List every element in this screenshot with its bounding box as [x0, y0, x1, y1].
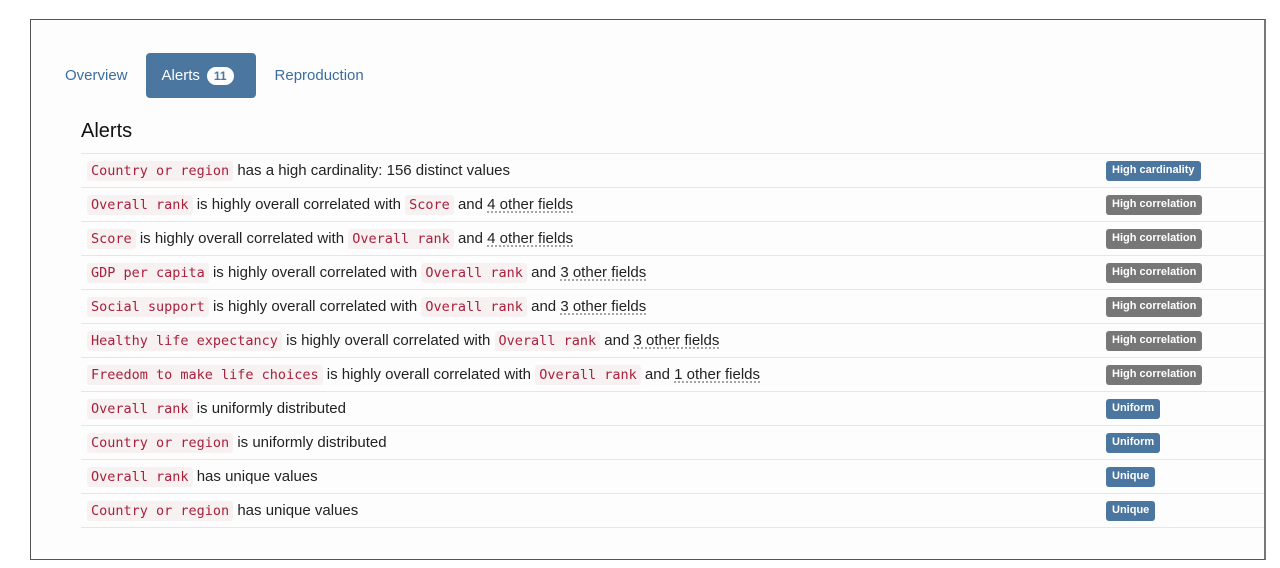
alert-type-badge: High correlation [1106, 331, 1203, 351]
alert-row: Freedom to make life choices is highly o… [81, 357, 1264, 392]
alerts-heading: Alerts [81, 120, 133, 142]
alert-row: Country or region has a high cardinality… [81, 153, 1264, 188]
tab-bar: Overview Alerts 11 Reproduction [52, 53, 377, 98]
alert-conjunction: and [644, 366, 670, 383]
alert-type-cell: Uniform [1106, 426, 1264, 460]
alert-field-name: Overall rank [87, 399, 193, 419]
alert-type-cell: High correlation [1106, 188, 1264, 222]
alert-description: is uniformly distributed [196, 400, 346, 417]
alert-description: is highly overall correlated with [196, 196, 401, 213]
alert-type-cell: High cardinality [1106, 154, 1264, 188]
alert-row: Healthy life expectancy is highly overal… [81, 323, 1264, 358]
alert-row: Social support is highly overall correla… [81, 289, 1264, 324]
alert-description: is highly overall correlated with [212, 264, 418, 281]
tab-reproduction-label: Reproduction [274, 67, 364, 84]
alerts-table: Country or region has a high cardinality… [81, 153, 1264, 528]
alert-message: Country or region has a high cardinality… [81, 154, 1106, 188]
alert-field-name: Country or region [87, 161, 234, 181]
alert-message: Healthy life expectancy is highly overal… [81, 324, 1106, 358]
alert-description: is highly overall correlated with [139, 230, 345, 247]
alert-row: Score is highly overall correlated with … [81, 221, 1264, 256]
other-fields-link[interactable]: 3 other fields [560, 298, 647, 315]
alert-field-name: GDP per capita [87, 263, 209, 283]
alert-description: has unique values [196, 468, 318, 485]
alert-message: Overall rank is uniformly distributed [81, 392, 1106, 426]
report-panel: Overview Alerts 11 Reproduction Alerts C… [30, 19, 1266, 560]
alert-field-name: Country or region [87, 501, 234, 521]
alert-message: Country or region has unique values [81, 494, 1106, 528]
alert-correlated-field: Overall rank [494, 331, 601, 351]
alert-type-badge: High correlation [1106, 229, 1203, 249]
alerts-count-badge: 11 [206, 66, 234, 85]
other-fields-link[interactable]: 4 other fields [487, 230, 574, 247]
alert-conjunction: and [531, 264, 557, 281]
tab-alerts-label: Alerts [161, 67, 200, 84]
alert-type-badge: High cardinality [1106, 161, 1201, 181]
alert-conjunction: and [531, 298, 557, 315]
alert-type-badge: High correlation [1106, 365, 1203, 385]
alert-field-name: Overall rank [87, 195, 193, 215]
other-fields-link[interactable]: 4 other fields [487, 196, 574, 213]
tab-overview-label: Overview [65, 67, 128, 84]
tab-alerts[interactable]: Alerts 11 [145, 53, 256, 98]
alert-row: Overall rank is highly overall correlate… [81, 187, 1264, 222]
alert-field-name: Freedom to make life choices [87, 365, 323, 385]
alert-field-name: Healthy life expectancy [87, 331, 282, 351]
alert-description: has a high cardinality: 156 distinct val… [237, 162, 511, 179]
alert-field-name: Overall rank [87, 467, 193, 487]
alert-description: is highly overall correlated with [326, 366, 532, 383]
alert-row: GDP per capita is highly overall correla… [81, 255, 1264, 290]
alert-message: Country or region is uniformly distribut… [81, 426, 1106, 460]
alert-field-name: Social support [87, 297, 209, 317]
alert-type-cell: High correlation [1106, 256, 1264, 290]
other-fields-link[interactable]: 1 other fields [674, 366, 760, 383]
alert-type-badge: Unique [1106, 501, 1156, 521]
alert-correlated-field: Overall rank [421, 263, 527, 283]
alert-type-badge: High correlation [1106, 263, 1203, 283]
alert-row: Country or region is uniformly distribut… [81, 425, 1264, 460]
alert-description: is uniformly distributed [237, 434, 387, 451]
tab-overview[interactable]: Overview [52, 53, 146, 98]
alert-type-cell: High correlation [1106, 290, 1264, 324]
alert-type-badge: Uniform [1106, 433, 1161, 453]
alert-correlated-field: Overall rank [348, 229, 454, 249]
alert-type-cell: Uniform [1106, 392, 1264, 426]
tab-reproduction[interactable]: Reproduction [256, 53, 377, 98]
alert-message: Overall rank is highly overall correlate… [81, 188, 1106, 222]
other-fields-link[interactable]: 3 other fields [633, 332, 720, 349]
alert-type-cell: High correlation [1106, 358, 1264, 392]
alert-type-cell: Unique [1106, 494, 1264, 528]
alert-type-badge: High correlation [1106, 195, 1203, 215]
alert-correlated-field: Overall rank [535, 365, 641, 385]
alert-message: GDP per capita is highly overall correla… [81, 256, 1106, 290]
alert-type-badge: High correlation [1106, 297, 1203, 317]
alert-conjunction: and [604, 332, 630, 349]
alert-type-badge: Uniform [1106, 399, 1161, 419]
alert-description: has unique values [237, 502, 359, 519]
alert-description: is highly overall correlated with [286, 332, 491, 349]
alert-conjunction: and [457, 230, 483, 247]
other-fields-link[interactable]: 3 other fields [560, 264, 647, 281]
alert-description: is highly overall correlated with [212, 298, 418, 315]
alert-conjunction: and [457, 196, 483, 213]
alert-message: Freedom to make life choices is highly o… [81, 358, 1106, 392]
alert-type-badge: Unique [1106, 467, 1156, 487]
alert-type-cell: High correlation [1106, 222, 1264, 256]
alert-type-cell: High correlation [1106, 324, 1264, 358]
alert-message: Overall rank has unique values [81, 460, 1106, 494]
alert-message: Social support is highly overall correla… [81, 290, 1106, 324]
alert-message: Score is highly overall correlated with … [81, 222, 1106, 256]
alert-field-name: Score [87, 229, 136, 249]
alert-type-cell: Unique [1106, 460, 1264, 494]
alert-correlated-field: Score [405, 195, 454, 215]
alert-correlated-field: Overall rank [421, 297, 527, 317]
alert-field-name: Country or region [87, 433, 234, 453]
